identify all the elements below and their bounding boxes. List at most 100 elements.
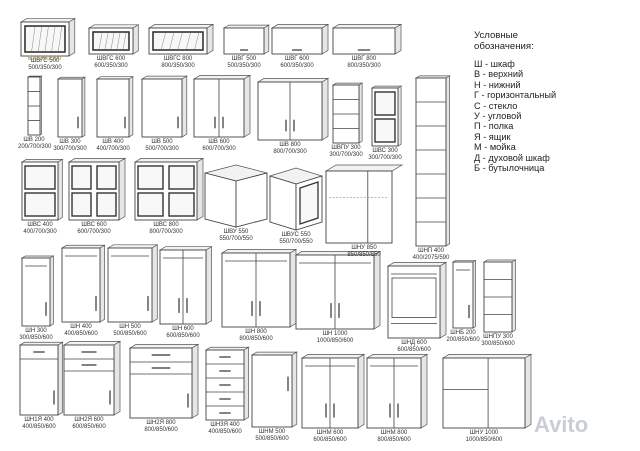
legend-item: В - верхний (474, 69, 524, 80)
cabinet-17 (133, 157, 205, 221)
module-dims: 400/850/600 (208, 428, 242, 435)
cabinet-top (192, 75, 252, 80)
module-code: ШН 500 (119, 324, 141, 330)
module-dims: 400/700/300 (23, 228, 57, 235)
module-code: ШН1Я 400 (24, 417, 54, 423)
cabinet-side (420, 353, 428, 429)
module-dims: 800/700/300 (273, 148, 307, 155)
glass-panel (71, 192, 92, 217)
cabinet-2 (87, 24, 140, 55)
module-dims: 600/700/300 (202, 145, 236, 152)
cabinet-front (235, 172, 268, 228)
module-code: ШВ 200 (23, 137, 45, 143)
cabinet-side (243, 74, 251, 138)
cabinet-side (357, 353, 365, 429)
glass-panel (96, 165, 117, 190)
cabinet-top (220, 249, 298, 254)
cabinet-37 (365, 353, 429, 429)
cabinet-top (300, 354, 366, 359)
cabinet-12 (256, 77, 330, 141)
cabinet-top (365, 354, 429, 359)
glass-panel (24, 192, 56, 217)
cabinet-side (128, 76, 134, 138)
module-dims: 200/850/600 (446, 336, 480, 343)
module-code: ШВС 600 (81, 222, 107, 228)
module-dims: 300/850/600 (481, 340, 515, 347)
cabinet-side (358, 82, 363, 144)
module-code: ШВ 500 (151, 139, 173, 145)
module-code: ШВГ 800 (351, 56, 377, 62)
module-dims: 800/700/300 (149, 228, 183, 235)
module-dims: 500/350/300 (227, 62, 261, 69)
module-dims: 600/850/600 (166, 332, 200, 339)
cabinet-top (256, 78, 330, 83)
cabinet-6 (331, 23, 403, 55)
cabinet-front (452, 261, 474, 329)
cabinet-side (151, 244, 158, 323)
cabinet-top (87, 24, 140, 29)
cabinet-19 (268, 167, 324, 231)
cabinet-26 (220, 248, 298, 328)
cabinet-side (118, 157, 126, 221)
module-dims: 600/350/300 (94, 62, 128, 69)
legend-item: М - мойка (474, 142, 516, 153)
cabinet-23 (60, 244, 106, 323)
cabinet-front (442, 357, 526, 429)
module-code: ШН 600 (172, 326, 194, 332)
avito-watermark: Avito (534, 412, 589, 437)
cabinet-front (269, 175, 297, 231)
module-code: ШН2Я 800 (146, 420, 176, 426)
legend-item: Г - горизонтальный (474, 90, 557, 101)
cabinet-36 (300, 353, 366, 429)
module-code: ШНД 600 (401, 340, 427, 346)
cabinet-24 (106, 244, 159, 323)
module-code: ШН 800 (245, 329, 267, 335)
module-dims: 550/700/550 (219, 235, 253, 242)
glass-panel (71, 165, 92, 190)
module-dims: 800/350/300 (161, 62, 195, 69)
cabinet-side (439, 261, 447, 339)
glass-panel (96, 192, 117, 217)
module-dims: 500/850/600 (255, 435, 289, 442)
cabinet-front (61, 247, 101, 323)
cabinet-side (289, 248, 297, 328)
cabinet-4 (222, 24, 271, 55)
cabinet-side (57, 341, 63, 416)
cabinet-top (441, 354, 533, 359)
legend-item: Н - нижний (474, 79, 521, 90)
module-code: ШВУС 550 (281, 232, 311, 238)
module-code: ШН 300 (25, 328, 47, 334)
module-code: ШВПУ 300 (331, 145, 361, 151)
module-dims: 1000/850/600 (316, 337, 354, 344)
cabinet-front (325, 170, 393, 244)
cabinet-top (158, 246, 213, 251)
cabinet-top (331, 24, 403, 29)
cabinet-3 (147, 23, 215, 55)
module-code: ШН 1000 (322, 331, 348, 337)
cabinet-front (251, 354, 293, 428)
module-code: ШВГ 500 (231, 56, 257, 62)
legend-title: Условные обозначения: (474, 30, 534, 52)
cabinet-side (445, 75, 450, 247)
module-dims: 800/850/600 (239, 335, 273, 342)
cabinet-top (128, 344, 200, 349)
module-dims: 300/700/300 (53, 145, 87, 152)
cabinet-32 (62, 340, 122, 416)
